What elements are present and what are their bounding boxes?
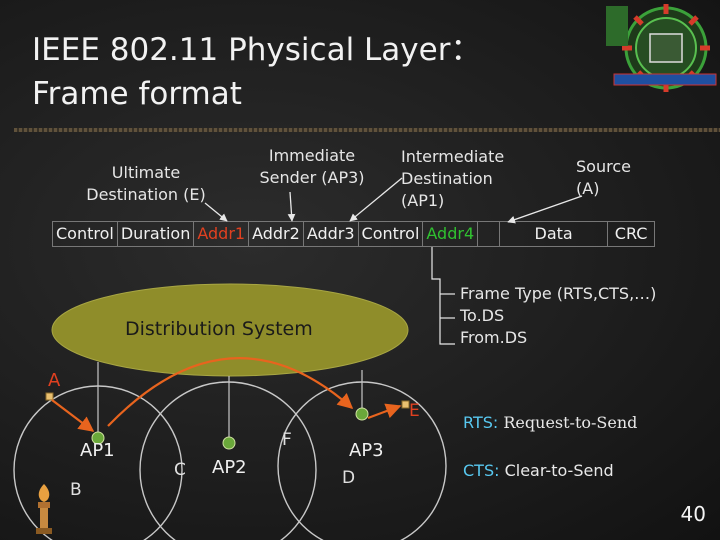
label-ap1: AP1 [80, 440, 115, 461]
page-number: 40 [680, 502, 706, 526]
field-crc: CRC [607, 221, 656, 247]
legend-rts-value: Request-to-Send [503, 413, 638, 432]
frame-format-row: Control Duration Addr1 Addr2 Addr3 Contr… [52, 221, 656, 247]
field-gap [477, 221, 500, 247]
field-duration: Duration [116, 221, 194, 247]
arrow-intermediate-to-addr3 [349, 177, 403, 222]
control-bracket [431, 247, 455, 345]
legend-rts: RTS: Request-to-Send [463, 413, 637, 432]
label-d: D [342, 468, 356, 488]
arrow-ap1-through-ds [107, 357, 354, 427]
torch-icon [36, 484, 52, 534]
label-immediate-sender: Immediate Sender (AP3) [259, 146, 365, 187]
label-e: E [409, 401, 420, 421]
field-control: Control [52, 221, 117, 247]
label-source: Source (A) [576, 157, 631, 198]
arrow-source-to-addr4 [507, 195, 583, 224]
node-ap3 [355, 407, 369, 421]
control-notes: Frame Type (RTS,CTS,…) To.DS From.DS [460, 284, 657, 347]
arrow-ap3-to-e [367, 403, 402, 420]
arrow-sender-to-addr2 [287, 191, 296, 222]
node-a [45, 392, 54, 401]
coverage-ap2 [139, 381, 317, 540]
label-ap3: AP3 [349, 440, 384, 461]
legend-rts-key: RTS: [463, 413, 499, 432]
arrow-ultimate-to-addr1 [204, 202, 228, 222]
label-b: B [70, 480, 82, 500]
field-addr4: Addr4 [422, 221, 478, 247]
label-a: A [48, 370, 61, 391]
label-f: F [282, 430, 292, 450]
slide-title: IEEE 802.11 Physical Layer： Frame format [32, 28, 592, 116]
title-line-1: IEEE 802.11 Physical Layer： [32, 32, 482, 68]
legend-cts-key: CTS: [463, 461, 500, 480]
node-ap2 [222, 436, 236, 450]
legend-cts: CTS: Clear-to-Send [463, 461, 614, 480]
label-ap2: AP2 [212, 457, 247, 478]
label-ultimate-destination: Ultimate Destination (E) [86, 163, 206, 204]
node-e [401, 400, 410, 409]
field-addr3: Addr3 [302, 221, 358, 247]
label-c: C [174, 460, 186, 480]
arrow-a-to-ap1 [51, 399, 95, 432]
university-logo [606, 4, 717, 92]
title-line-2: Frame format [32, 76, 242, 112]
distribution-system-label: Distribution System [125, 318, 313, 340]
node-ap1 [91, 431, 105, 445]
field-addr1: Addr1 [193, 221, 249, 247]
title-divider [14, 128, 720, 132]
field-addr2: Addr2 [248, 221, 303, 247]
field-data: Data [499, 221, 608, 247]
distribution-system-ellipse [51, 283, 409, 377]
legend-cts-value: Clear-to-Send [504, 461, 614, 480]
field-control-2: Control [357, 221, 423, 247]
label-intermediate-destination: Intermediate Destination (AP1) [401, 147, 505, 210]
